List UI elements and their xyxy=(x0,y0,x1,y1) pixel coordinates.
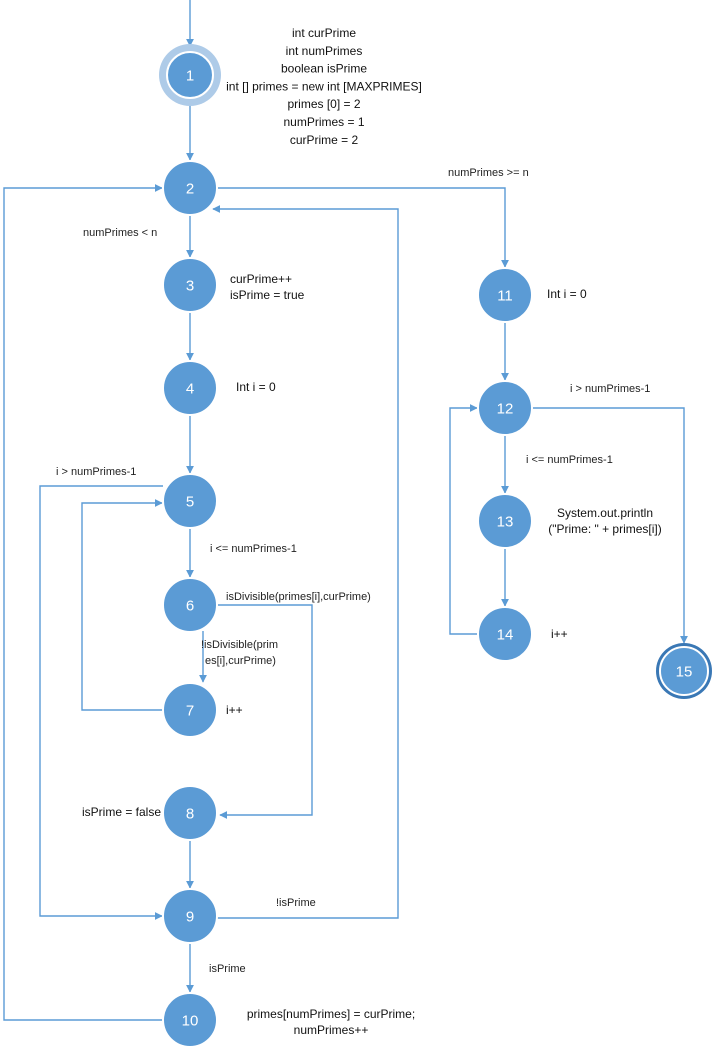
node-label: 12 xyxy=(497,401,514,418)
node-circle xyxy=(162,473,218,529)
edge-12-to-15 xyxy=(532,407,688,644)
node-7[interactable]: 7 xyxy=(162,682,218,738)
edge-9-to-2 xyxy=(212,205,399,919)
node-9[interactable]: 9 xyxy=(162,888,218,944)
node-13[interactable]: 13 xyxy=(477,493,533,549)
code-annotation-1: int numPrimes xyxy=(286,44,363,58)
edge-10-to-2 xyxy=(3,184,163,1021)
node-label: 11 xyxy=(497,288,513,305)
node-3[interactable]: 3 xyxy=(162,257,218,313)
edge-label-6-8: isDivisible(primes[i],curPrime) xyxy=(226,591,371,603)
node-circle xyxy=(166,51,214,99)
node-circle xyxy=(162,160,218,216)
node-label: 3 xyxy=(186,278,194,295)
code-annotation-3: isPrime = true xyxy=(230,288,305,302)
code-annotation-1: curPrime = 2 xyxy=(290,133,359,147)
code-annotation-13: System.out.println xyxy=(557,506,653,520)
node-label: 1 xyxy=(186,68,194,85)
edge-label-2-11: numPrimes >= n xyxy=(448,167,529,179)
node-circle xyxy=(477,267,533,323)
node-label: 15 xyxy=(676,664,693,681)
code-annotation-13: ("Prime: " + primes[i]) xyxy=(548,522,662,536)
edge-label-12-15: i > numPrimes-1 xyxy=(570,383,650,395)
node-label: 14 xyxy=(497,627,514,644)
code-annotation-4: Int i = 0 xyxy=(236,380,276,394)
edge-2-to-11 xyxy=(217,187,509,268)
code-annotation-10: primes[numPrimes] = curPrime; xyxy=(247,1007,415,1021)
edge-label-9-2: !isPrime xyxy=(276,897,316,909)
code-annotation-1: numPrimes = 1 xyxy=(283,115,364,129)
code-annotation-1: int [] primes = new int [MAXPRIMES] xyxy=(226,79,422,93)
node-circle xyxy=(477,493,533,549)
node-circle xyxy=(162,577,218,633)
code-annotation-1: primes [0] = 2 xyxy=(287,97,360,111)
edge-5-to-9 xyxy=(39,485,163,920)
edge-label-2-3: numPrimes < n xyxy=(83,227,157,239)
code-annotation-3: curPrime++ xyxy=(230,272,292,286)
edge-6-to-8 xyxy=(217,604,313,819)
node-label: 9 xyxy=(186,909,194,926)
code-annotation-8: isPrime = false xyxy=(82,805,161,819)
code-annotation-11: Int i = 0 xyxy=(547,287,587,301)
edge-7-to-5 xyxy=(81,499,163,711)
node-circle xyxy=(162,360,218,416)
node-15[interactable]: 15 xyxy=(656,643,712,699)
code-annotation-1: boolean isPrime xyxy=(281,62,367,76)
edge-label-12-13: i <= numPrimes-1 xyxy=(526,454,613,466)
node-circle xyxy=(162,785,218,841)
edge-label-6-7: !isDivisible(prim xyxy=(201,639,278,651)
code-annotation-10: numPrimes++ xyxy=(294,1023,369,1037)
node-label: 6 xyxy=(186,598,194,615)
node-6[interactable]: 6 xyxy=(162,577,218,633)
edge-label-6-7: es[i],curPrime) xyxy=(205,655,276,667)
node-circle xyxy=(477,606,533,662)
edge-label-9-10: isPrime xyxy=(209,963,246,975)
node-11[interactable]: 11 xyxy=(477,267,533,323)
node-14[interactable]: 14 xyxy=(477,606,533,662)
node-circle xyxy=(162,257,218,313)
edge-14-to-12 xyxy=(449,404,478,635)
node-10[interactable]: 10 xyxy=(162,992,218,1048)
node-2[interactable]: 2 xyxy=(162,160,218,216)
code-annotation-14: i++ xyxy=(551,627,568,641)
node-label: 4 xyxy=(186,381,194,398)
node-circle xyxy=(477,380,533,436)
code-annotation-7: i++ xyxy=(226,703,243,717)
node-circle xyxy=(162,888,218,944)
node-label: 8 xyxy=(186,806,194,823)
node-circle xyxy=(162,992,218,1048)
node-circle xyxy=(162,682,218,738)
code-annotation-1: int curPrime xyxy=(292,26,356,40)
edge-label-5-9: i > numPrimes-1 xyxy=(56,466,136,478)
node-circle xyxy=(659,646,709,696)
node-label: 10 xyxy=(182,1013,199,1030)
node-5[interactable]: 5 xyxy=(162,473,218,529)
node-4[interactable]: 4 xyxy=(162,360,218,416)
node-label: 2 xyxy=(186,181,194,198)
node-label: 5 xyxy=(186,494,194,511)
node-12[interactable]: 12 xyxy=(477,380,533,436)
node-label: 7 xyxy=(186,703,194,720)
node-label: 13 xyxy=(497,514,514,531)
node-1[interactable]: 1 xyxy=(159,44,221,106)
node-8[interactable]: 8 xyxy=(162,785,218,841)
edge-label-5-6: i <= numPrimes-1 xyxy=(210,543,297,555)
